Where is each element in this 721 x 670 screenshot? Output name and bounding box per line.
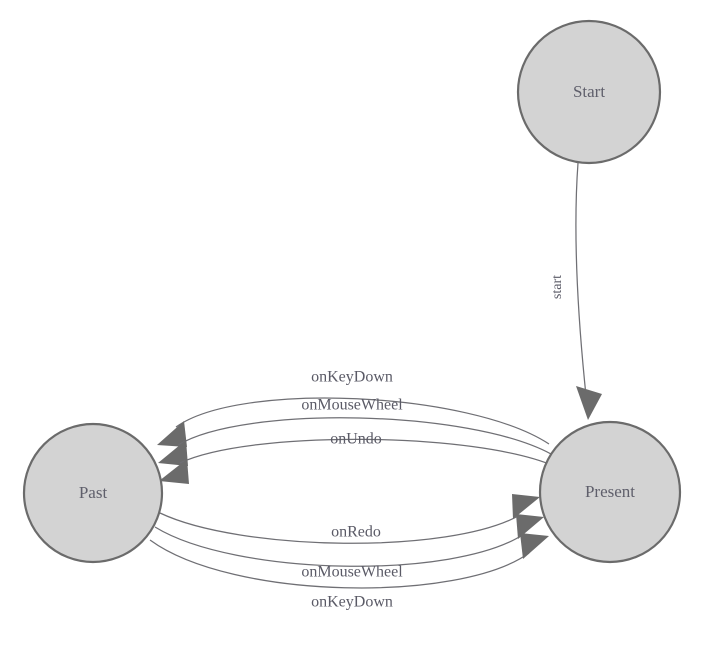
- edge-label-mousewheel-lower: onMouseWheel: [301, 564, 403, 581]
- arrow-head-past-mousewheel: [158, 440, 188, 466]
- node-start[interactable]: Start: [516, 19, 662, 165]
- edge-past-to-present-redo-path: [159, 512, 521, 544]
- edge-present-to-past-undo-path: [179, 438, 555, 467]
- edge-label-keydown-upper: onKeyDown: [311, 369, 393, 386]
- edge-label-undo: onUndo: [330, 431, 382, 448]
- edge-present-to-past-keydown-path: [175, 397, 550, 445]
- node-past-circle: [22, 422, 164, 564]
- node-start-circle: [516, 19, 662, 165]
- edge-label-keydown-lower: onKeyDown: [311, 594, 393, 611]
- edge-present-to-past-mousewheel-path: [177, 417, 552, 455]
- node-present-circle: [538, 420, 682, 564]
- edge-start-to-present[interactable]: start: [550, 162, 602, 420]
- edge-label-redo: onRedo: [331, 524, 381, 541]
- edge-present-to-past-undo[interactable]: onUndo: [159, 431, 555, 484]
- edge-past-to-present-keydown[interactable]: onKeyDown: [149, 533, 549, 611]
- edge-past-to-present-mousewheel-path: [154, 526, 525, 567]
- edge-label-start: start: [550, 275, 565, 299]
- node-present[interactable]: Present: [538, 420, 682, 564]
- node-present-label: Present: [585, 482, 635, 501]
- node-start-label: Start: [573, 82, 605, 101]
- edge-past-to-present-redo[interactable]: onRedo: [159, 494, 540, 544]
- arrow-head-past-keydown: [157, 421, 187, 447]
- node-past-label: Past: [79, 483, 108, 502]
- edge-present-to-past-mousewheel[interactable]: onMouseWheel: [158, 397, 552, 466]
- edge-start-to-present-path: [575, 162, 588, 406]
- arrow-head-present-redo: [512, 494, 540, 519]
- edge-present-to-past-keydown[interactable]: onKeyDown: [157, 369, 550, 447]
- node-past[interactable]: Past: [22, 422, 164, 564]
- arrow-head-present-keydown: [520, 533, 549, 559]
- edge-past-to-present-mousewheel[interactable]: onMouseWheel: [154, 514, 544, 581]
- arrow-head-past-undo: [159, 459, 189, 484]
- edge-label-mousewheel-upper: onMouseWheel: [301, 397, 403, 414]
- arrow-head-present-top: [576, 386, 602, 420]
- edge-past-to-present-keydown-path: [149, 539, 530, 589]
- arrow-head-present-mousewheel: [516, 514, 544, 539]
